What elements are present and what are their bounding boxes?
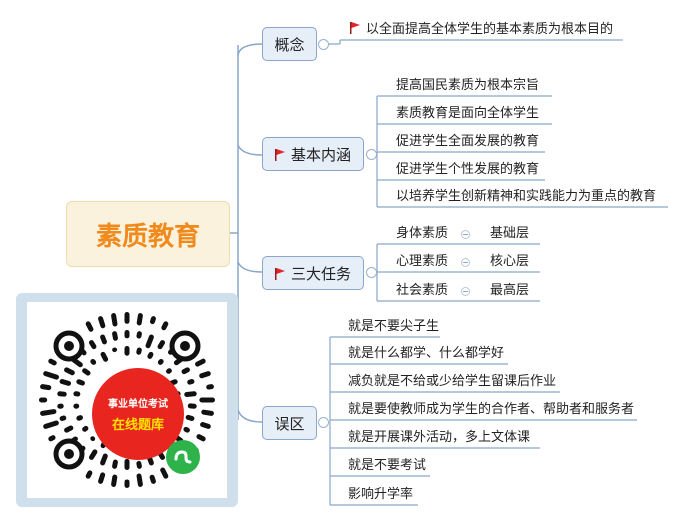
misconception-leaf: 减负就是不给或少给学生留课后作业 xyxy=(348,374,557,389)
misconception-leaf: 影响升学率 xyxy=(348,487,414,502)
connotation-leaf: 提高国民素质为根本宗旨 xyxy=(396,78,540,93)
red-flag-icon xyxy=(274,268,285,280)
misconception-leaf: 就是不要考试 xyxy=(348,458,427,473)
connotation-leaf: 促进学生个性发展的教育 xyxy=(396,162,540,177)
mini-program-icon xyxy=(166,440,200,474)
task-level: 基础层 xyxy=(490,226,530,241)
misconception-leaf: 就是要使教师成为学生的合作者、帮助者和服务者 xyxy=(348,402,635,417)
root-title: 素质教育 xyxy=(95,221,200,252)
branch-connotation-label: 基本内涵 xyxy=(290,145,351,164)
collapse-toggle-misconceptions[interactable] xyxy=(318,417,329,428)
connotation-leaf: 素质教育是面向全体学生 xyxy=(396,106,540,121)
task-quality: 心理素质 xyxy=(396,254,449,269)
collapse-toggle-minus-icon[interactable] xyxy=(461,258,470,267)
misconception-leaf: 就是不要尖子生 xyxy=(348,319,440,334)
misconception-leaf: 就是开展课外活动，多上文体课 xyxy=(348,430,531,445)
qr-badge-line2: 在线题库 xyxy=(111,418,164,433)
task-quality: 社会素质 xyxy=(396,283,449,298)
collapse-toggle-connotation[interactable] xyxy=(366,149,377,160)
task-level: 最高层 xyxy=(490,283,530,298)
branch-connotation[interactable]: 基本内涵 xyxy=(262,137,364,171)
connotation-leaf: 以培养学生创新精神和实践能力为重点的教育 xyxy=(396,189,657,204)
misconception-leaf: 就是什么都学、什么都学好 xyxy=(348,346,505,361)
root-node[interactable]: 素质教育 xyxy=(66,201,230,267)
concept-leaf: 以全面提高全体学生的基本素质为根本目的 xyxy=(350,21,613,38)
branch-tasks-label: 三大任务 xyxy=(290,264,351,283)
task-level: 核心层 xyxy=(490,254,530,269)
branch-tasks[interactable]: 三大任务 xyxy=(262,256,364,290)
collapse-toggle-minus-icon[interactable] xyxy=(461,230,470,239)
collapse-toggle-tasks[interactable] xyxy=(366,267,377,278)
qr-badge-line1: 事业单位考试 xyxy=(108,399,168,410)
connotation-leaf: 促进学生全面发展的教育 xyxy=(396,134,540,149)
branch-misconceptions-label: 误区 xyxy=(274,414,305,433)
red-flag-icon xyxy=(350,22,360,34)
qr-center-badge: 事业单位考试 在线题库 xyxy=(92,368,184,460)
branch-concept[interactable]: 概念 xyxy=(262,27,317,61)
collapse-toggle-concept[interactable] xyxy=(318,39,329,50)
collapse-toggle-minus-icon[interactable] xyxy=(461,287,470,296)
task-quality: 身体素质 xyxy=(396,226,449,241)
branch-concept-label: 概念 xyxy=(274,35,305,54)
red-flag-icon xyxy=(274,149,285,161)
concept-leaf-text: 以全面提高全体学生的基本素质为根本目的 xyxy=(366,22,614,37)
branch-misconceptions[interactable]: 误区 xyxy=(262,406,317,440)
